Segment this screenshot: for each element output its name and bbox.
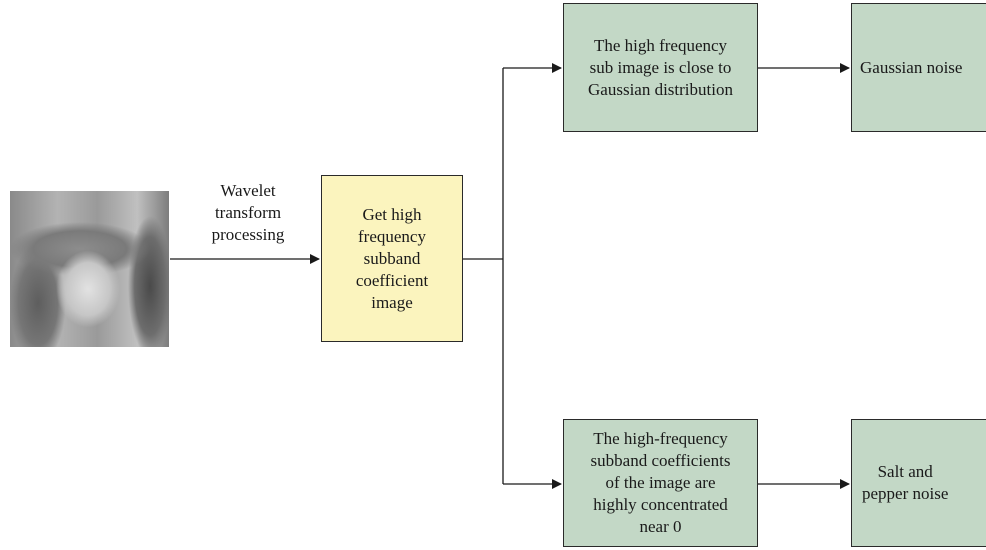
get-high-frequency-box: Get high frequency subband coefficient i… bbox=[321, 175, 463, 342]
grayscale-portrait-image bbox=[10, 191, 169, 347]
salt-pepper-noise-box: Salt and pepper noise bbox=[851, 419, 986, 547]
gaussian-distribution-box: The high frequency sub image is close to… bbox=[563, 3, 758, 132]
gaussian-noise-box: Gaussian noise bbox=[851, 3, 986, 132]
concentrated-near-zero-box: The high-frequency subband coefficients … bbox=[563, 419, 758, 547]
wavelet-transform-label: Wavelet transform processing bbox=[211, 181, 285, 244]
